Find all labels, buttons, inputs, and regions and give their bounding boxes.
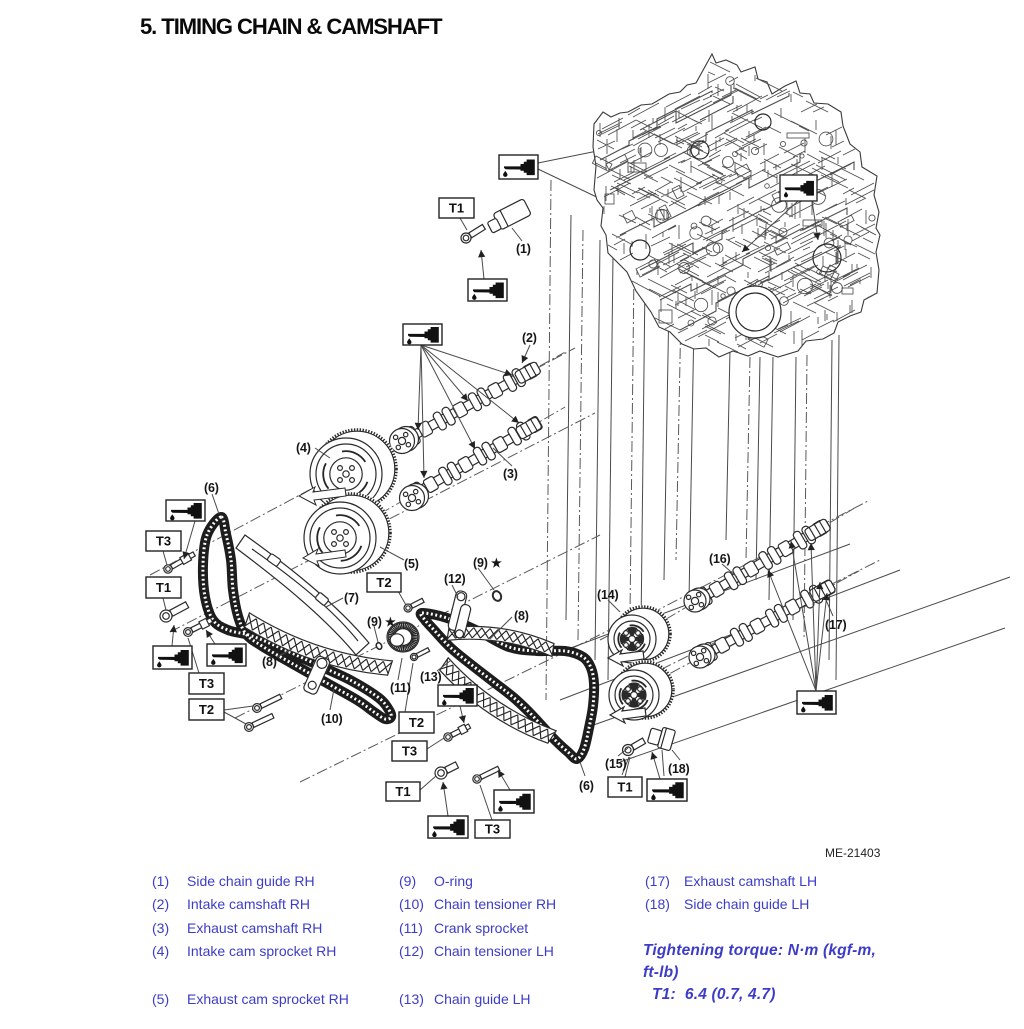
svg-text:T1: T1 bbox=[617, 780, 632, 795]
svg-text:(14): (14) bbox=[597, 588, 618, 602]
svg-text:(11): (11) bbox=[390, 681, 411, 695]
svg-text:(13): (13) bbox=[420, 670, 441, 684]
svg-text:T3: T3 bbox=[485, 822, 500, 837]
svg-text:T2: T2 bbox=[376, 575, 391, 590]
svg-text:(10): (10) bbox=[321, 712, 342, 726]
svg-text:(8): (8) bbox=[262, 655, 277, 669]
svg-text:(15): (15) bbox=[605, 757, 626, 771]
svg-text:★: ★ bbox=[491, 556, 502, 570]
svg-text:(6): (6) bbox=[579, 779, 594, 793]
svg-text:★: ★ bbox=[385, 615, 396, 629]
svg-text:(16): (16) bbox=[709, 552, 730, 566]
svg-text:T3: T3 bbox=[156, 534, 171, 549]
svg-text:(1): (1) bbox=[516, 242, 531, 256]
svg-text:T1: T1 bbox=[395, 784, 410, 799]
svg-text:(4): (4) bbox=[296, 441, 311, 455]
svg-text:T2: T2 bbox=[409, 715, 424, 730]
svg-text:T3: T3 bbox=[402, 744, 417, 759]
svg-text:(18): (18) bbox=[668, 762, 689, 776]
svg-text:(8): (8) bbox=[514, 609, 529, 623]
svg-text:(5): (5) bbox=[404, 557, 419, 571]
svg-text:(9): (9) bbox=[367, 615, 382, 629]
svg-text:T1: T1 bbox=[449, 201, 464, 216]
svg-text:(9): (9) bbox=[473, 556, 488, 570]
svg-text:T3: T3 bbox=[199, 676, 214, 691]
svg-text:(6): (6) bbox=[204, 481, 219, 495]
svg-text:(12): (12) bbox=[444, 572, 465, 586]
svg-text:(17): (17) bbox=[825, 618, 846, 632]
svg-text:(3): (3) bbox=[503, 467, 518, 481]
svg-text:T2: T2 bbox=[199, 702, 214, 717]
svg-text:(7): (7) bbox=[344, 591, 359, 605]
svg-text:(2): (2) bbox=[522, 331, 537, 345]
svg-text:T1: T1 bbox=[156, 580, 171, 595]
